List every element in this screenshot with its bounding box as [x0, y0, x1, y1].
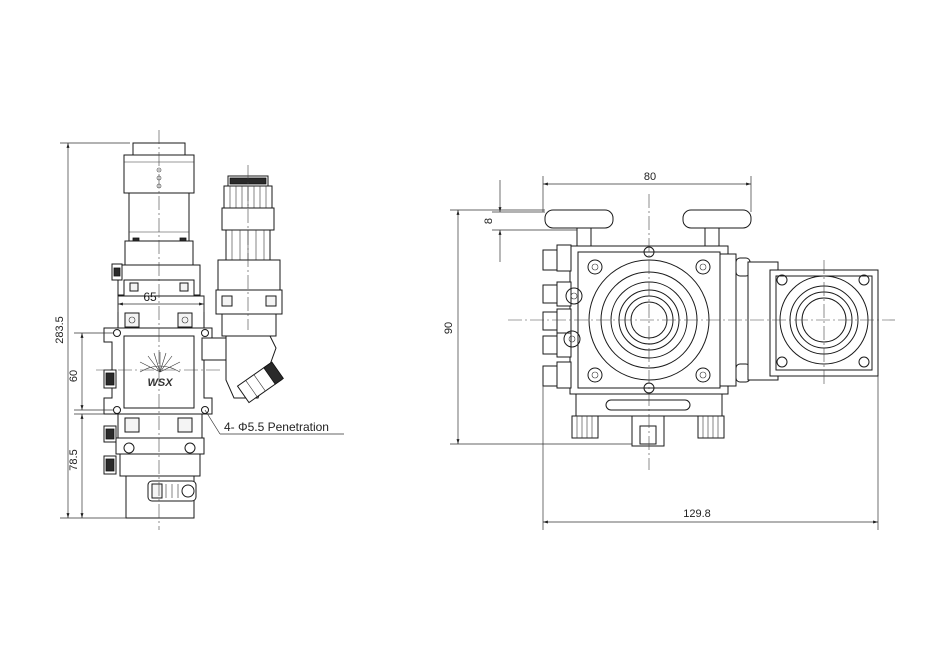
- top-handles: [544, 209, 752, 249]
- front-bottom: [571, 393, 725, 447]
- dim-label-283-5: 283.5: [54, 316, 66, 344]
- holes-note-leader: 4- Φ5.5 Penetration: [204, 409, 344, 435]
- dim-label-65: 65: [143, 290, 157, 304]
- dim-label-78-5: 78.5: [68, 449, 80, 470]
- front-view: 80 8 90 129.8: [443, 171, 895, 530]
- dim-78-5: 78.5: [68, 413, 104, 518]
- side-view: WSX: [54, 130, 344, 530]
- lower-body: [115, 413, 205, 519]
- dim-label-129-8: 129.8: [683, 508, 711, 520]
- holes-note: 4- Φ5.5 Penetration: [224, 420, 329, 434]
- dim-65: 65: [117, 290, 205, 312]
- dim-90: 90: [443, 209, 632, 445]
- dim-8: 8: [483, 180, 577, 262]
- main-flange: WSX: [103, 327, 213, 415]
- front-left-fittings: [542, 244, 583, 389]
- dim-label-60: 60: [68, 370, 80, 382]
- logo-text: WSX: [147, 377, 173, 389]
- side-connector: [201, 175, 284, 404]
- upper-body: [117, 264, 205, 329]
- dim-60: 60: [68, 332, 113, 411]
- dim-label-80: 80: [644, 171, 656, 183]
- dim-label-90: 90: [443, 322, 455, 334]
- dim-129-8: 129.8: [542, 376, 879, 530]
- dim-80: 80: [542, 171, 752, 212]
- dim-label-8: 8: [483, 218, 495, 224]
- left-fittings: [103, 263, 123, 475]
- dim-283-5: 283.5: [54, 142, 130, 519]
